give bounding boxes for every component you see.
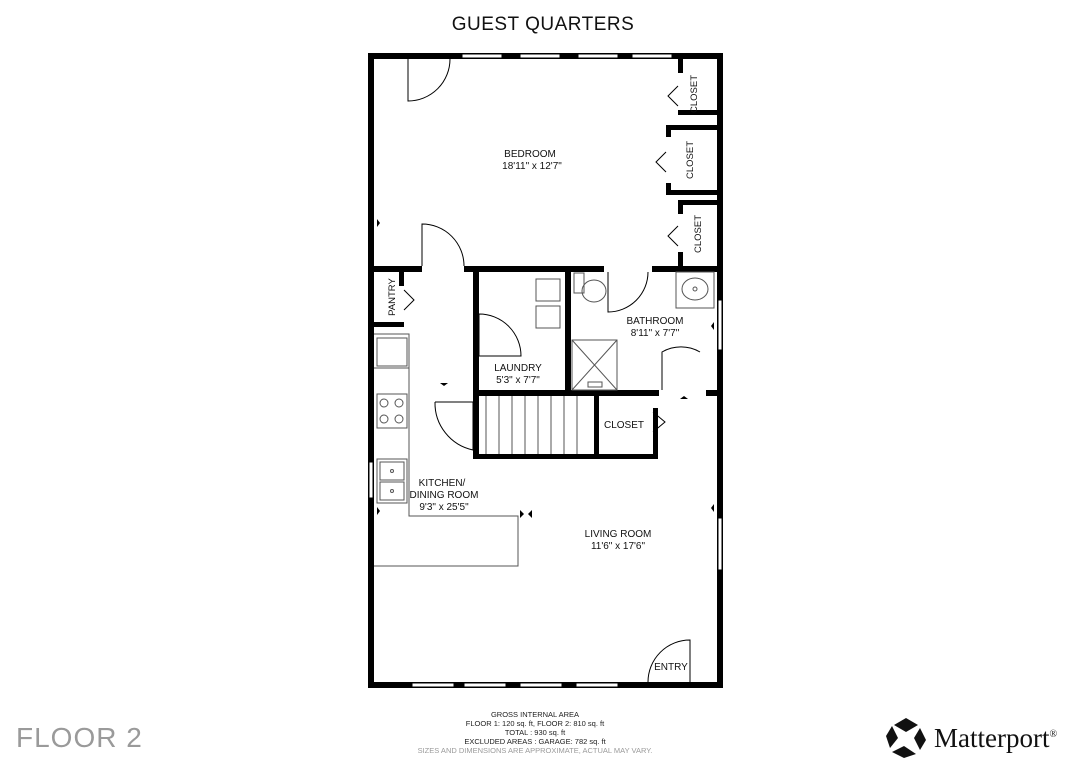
bottom-windows bbox=[411, 682, 619, 688]
laundry-dims: 5'3" x 7'7" bbox=[496, 375, 540, 386]
area-total: TOTAL : 930 sq. ft bbox=[504, 728, 566, 737]
area-floors: FLOOR 1: 120 sq. ft, FLOOR 2: 810 sq. ft bbox=[465, 719, 605, 728]
living-room-dims: 11'6" x 17'6" bbox=[591, 541, 646, 552]
living-room-label: LIVING ROOM bbox=[585, 529, 652, 540]
doors bbox=[403, 58, 701, 683]
floor-label: FLOOR 2 bbox=[16, 722, 143, 753]
kitchen-label-line1: KITCHEN/ bbox=[419, 478, 466, 489]
laundry-machines bbox=[535, 278, 561, 329]
entry-label: ENTRY bbox=[654, 662, 688, 673]
closet-1-label: CLOSET bbox=[689, 75, 700, 113]
pantry-label: PANTRY bbox=[387, 278, 398, 316]
bedroom-label: BEDROOM bbox=[504, 149, 556, 160]
brand-registered-mark: ® bbox=[1049, 729, 1058, 740]
closet-4-label: CLOSET bbox=[604, 420, 644, 431]
area-summary: GROSS INTERNAL AREA FLOOR 1: 120 sq. ft,… bbox=[384, 710, 686, 755]
bathroom-label: BATHROOM bbox=[626, 316, 683, 327]
closet-2-label: CLOSET bbox=[685, 141, 696, 179]
area-excluded: EXCLUDED AREAS : GARAGE: 782 sq. ft bbox=[464, 737, 606, 746]
bathroom-dims: 8'11" x 7'7" bbox=[631, 328, 680, 339]
interior-walls bbox=[374, 59, 717, 459]
laundry-label: LAUNDRY bbox=[494, 363, 542, 374]
top-windows bbox=[461, 53, 673, 59]
matterport-cube-icon bbox=[886, 718, 926, 758]
staircase bbox=[485, 396, 578, 454]
bedroom-dims: 18'11" x 12'7" bbox=[502, 161, 562, 172]
brand-name: Matterport® bbox=[934, 723, 1057, 754]
plan-title: GUEST QUARTERS bbox=[451, 14, 635, 35]
brand-wordmark: Matterport bbox=[934, 723, 1050, 753]
area-heading: GROSS INTERNAL AREA bbox=[490, 710, 580, 719]
kitchen-counter bbox=[374, 333, 519, 567]
wall-markers bbox=[377, 219, 714, 518]
kitchen-dims: 9'3" x 25'5" bbox=[419, 502, 469, 513]
area-disclaimer: SIZES AND DIMENSIONS ARE APPROXIMATE, AC… bbox=[417, 746, 653, 755]
closet-3-label: CLOSET bbox=[693, 215, 704, 253]
right-windows bbox=[717, 299, 723, 571]
bathroom-fixtures bbox=[571, 271, 715, 391]
left-window bbox=[368, 461, 374, 499]
kitchen-label-line2: DINING ROOM bbox=[410, 490, 479, 501]
